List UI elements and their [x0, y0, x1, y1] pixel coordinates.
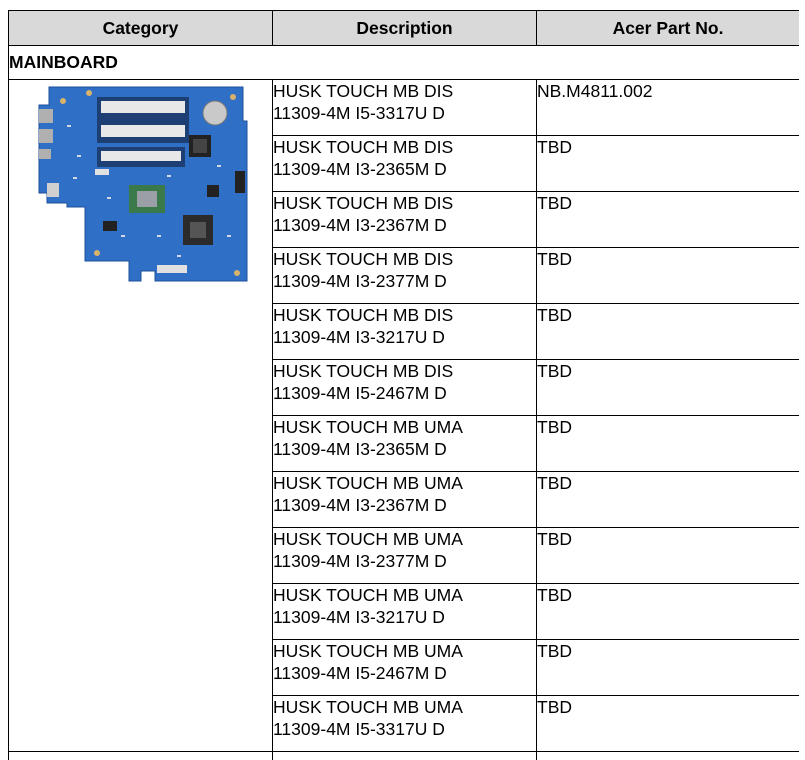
description-line-1: HUSK TOUCH MB DIS [273, 193, 454, 213]
next-row-stub [8, 751, 799, 760]
section-title: MAINBOARD [8, 45, 799, 80]
description-line-2: 11309-4M I5-3317U D [273, 103, 445, 123]
part-number-cell: TBD [536, 359, 799, 416]
description-line-2: 11309-4M I3-2377M D [273, 551, 447, 571]
description-line-1: HUSK TOUCH MB DIS [273, 305, 454, 325]
part-number-cell: NB.M4811.002 [536, 79, 799, 136]
description-line-1: HUSK TOUCH MB UMA [273, 417, 463, 437]
description-line-1: HUSK TOUCH MB DIS [273, 361, 454, 381]
part-number-cell: TBD [536, 415, 799, 472]
part-number-cell: TBD [536, 135, 799, 192]
part-number-cell: TBD [536, 471, 799, 528]
header-description: Description [272, 10, 537, 46]
next-row-cell [272, 751, 537, 760]
parts-table: Category Description Acer Part No. MAINB… [8, 10, 799, 760]
description-line-1: HUSK TOUCH MB UMA [273, 529, 463, 549]
description-line-1: HUSK TOUCH MB UMA [273, 473, 463, 493]
description-line-1: HUSK TOUCH MB UMA [273, 641, 463, 661]
description-line-1: HUSK TOUCH MB UMA [273, 697, 463, 717]
description-cell: HUSK TOUCH MB DIS 11309-4M I5-3317U D [272, 79, 537, 136]
part-number-cell: TBD [536, 303, 799, 360]
description-line-2: 11309-4M I3-2365M D [273, 159, 447, 179]
mainboard-photo-icon [38, 86, 248, 282]
description-line-2: 11309-4M I3-2365M D [273, 439, 447, 459]
part-number-cell: TBD [536, 247, 799, 304]
description-line-2: 11309-4M I3-3217U D [273, 607, 445, 627]
description-line-2: 11309-4M I3-2377M D [273, 271, 447, 291]
part-number-cell: TBD [536, 191, 799, 248]
header-part-no: Acer Part No. [536, 10, 799, 46]
part-number-cell: TBD [536, 695, 799, 752]
description-line-1: HUSK TOUCH MB UMA [273, 585, 463, 605]
next-row-cell [8, 751, 273, 760]
description-line-2: 11309-4M I3-2367M D [273, 215, 447, 235]
table-header-row: Category Description Acer Part No. [8, 10, 799, 46]
category-image-cell [8, 79, 273, 752]
description-line-2: 11309-4M I3-3217U D [273, 327, 445, 347]
description-line-2: 11309-4M I5-2467M D [273, 663, 447, 683]
parts-list-page: Category Description Acer Part No. MAINB… [8, 10, 799, 760]
description-line-2: 11309-4M I3-2367M D [273, 495, 447, 515]
description-line-1: HUSK TOUCH MB DIS [273, 81, 454, 101]
description-line-2: 11309-4M I5-3317U D [273, 719, 445, 739]
header-category: Category [8, 10, 273, 46]
description-line-1: HUSK TOUCH MB DIS [273, 137, 454, 157]
part-number-cell: TBD [536, 583, 799, 640]
description-line-2: 11309-4M I5-2467M D [273, 383, 447, 403]
description-line-1: HUSK TOUCH MB DIS [273, 249, 454, 269]
part-number-cell: TBD [536, 639, 799, 696]
next-row-cell [536, 751, 799, 760]
table-row: HUSK TOUCH MB DIS 11309-4M I5-3317U D NB… [8, 79, 799, 752]
section-row: MAINBOARD [8, 45, 799, 80]
part-number-cell: TBD [536, 527, 799, 584]
